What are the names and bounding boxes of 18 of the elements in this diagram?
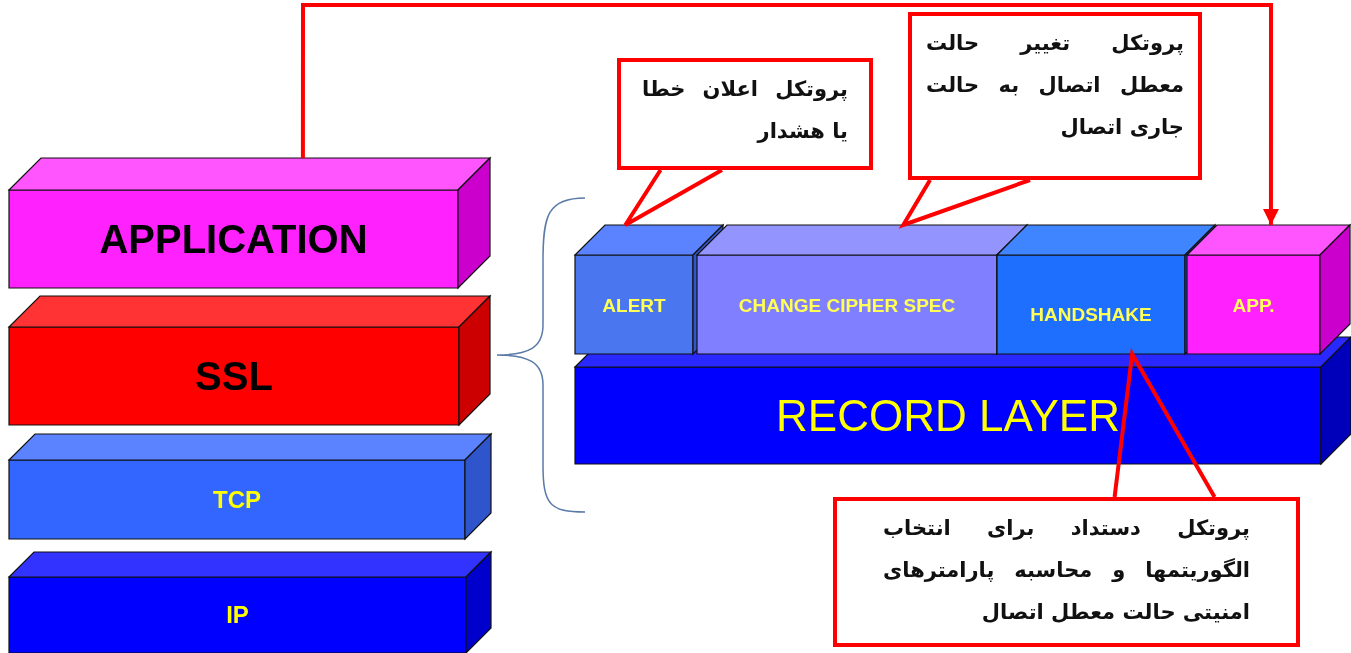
leader-line	[898, 178, 1032, 229]
callout-box	[833, 497, 1300, 647]
layer-label: APPLICATION	[99, 219, 368, 259]
layer-label: RECORD LAYER	[776, 393, 1120, 438]
callout-box	[908, 12, 1202, 180]
layer-label: SSL	[195, 356, 273, 396]
arrow	[300, 3, 1279, 225]
layer-label: ALERT	[602, 295, 666, 314]
layer-label: TCP	[213, 487, 261, 512]
layer-label: CHANGE CIPHER SPEC	[738, 295, 956, 314]
callout-box	[617, 58, 873, 170]
callout-text: پروتکل اعلان خطا یا هشدار	[642, 76, 848, 145]
layer-label: IP	[226, 603, 249, 627]
leader-line	[623, 168, 724, 227]
layer-label: APP.	[1232, 295, 1275, 314]
callout-text: پروتکل تغییر حالت معطل اتصال به حالت جاری اتصال	[926, 30, 1184, 141]
layer-label: HANDSHAKE	[1030, 304, 1152, 324]
callout-text: پروتکل دستداد برای انتخاب الگوریتمها و محاسبه پارامترهای امنیتی حالت معطل اتصال	[883, 515, 1250, 626]
